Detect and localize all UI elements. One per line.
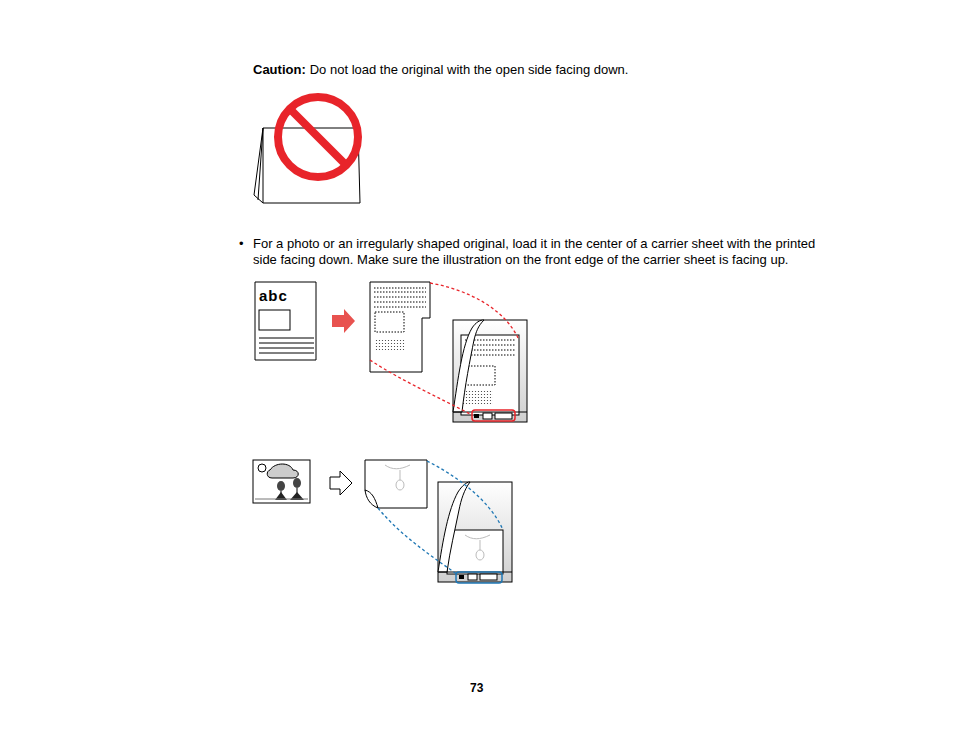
bullet-mark: • (239, 236, 244, 251)
prohibition-symbol (278, 97, 358, 177)
text-block-g2: For a photo or an irregularly shaped ori… (253, 236, 823, 268)
page-number: 73 (470, 681, 483, 695)
photo-flipped (365, 460, 427, 508)
guide-curves-blue (378, 461, 503, 575)
carrier-sheet (453, 320, 527, 422)
text-block-g0: Caution: Do not load the original with th… (253, 62, 628, 78)
carrier-sheet-photo (438, 482, 512, 583)
arrow-right-outline (330, 471, 352, 495)
photo-original (253, 460, 310, 503)
text-block-g1: • (239, 236, 244, 252)
text-block-g3: abc (259, 288, 288, 305)
body-text: For a photo or an irregularly shaped ori… (253, 236, 815, 267)
caution-text: Do not load the original with the open s… (310, 62, 629, 77)
document-original (255, 282, 316, 360)
arrow-right (332, 309, 355, 333)
caution-label: Caution: (253, 62, 306, 77)
guide-curves (370, 283, 518, 414)
document-flipped (370, 282, 430, 372)
sample-text: abc (259, 287, 288, 304)
text-block-g4: 73 (470, 680, 483, 696)
